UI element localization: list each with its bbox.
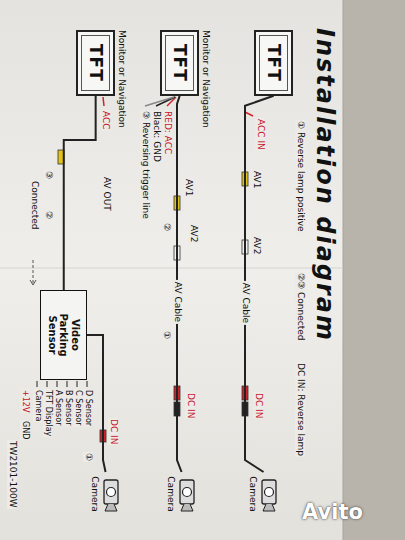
- drawing-part: [47, 381, 48, 387]
- cable: [64, 96, 96, 290]
- acc-wire: [245, 112, 253, 116]
- drawing-part: [57, 381, 58, 387]
- watermark: Avito: [302, 500, 363, 524]
- wire-label: GND: [20, 420, 29, 440]
- cable-label: AV Cable: [172, 280, 182, 324]
- wire-label: C Sensor: [73, 389, 82, 427]
- cable-label: AV Cable: [240, 281, 250, 325]
- acc-wire: [103, 97, 104, 106]
- wire-label: ACC IN: [255, 118, 265, 151]
- wire-label: DC IN: [108, 418, 118, 445]
- sensor-box: Video Parking Sensor: [41, 290, 88, 380]
- node-text: Video Parking Sensor: [47, 297, 82, 373]
- wire-label: AV2: [188, 224, 198, 243]
- camera-unit: Camera: [88, 472, 123, 516]
- drawing-part: [87, 381, 88, 387]
- camera-icon: [258, 474, 280, 514]
- wire-label: TW2101-100W: [7, 440, 17, 509]
- drawing-part: [67, 381, 68, 387]
- node-text: Camera: [247, 474, 257, 514]
- wire-label: TFT Display: [43, 389, 52, 437]
- wire-label: ③ Reversing trigger line: [140, 110, 150, 220]
- wire-label: Black: GND: [151, 110, 161, 163]
- node-text: TFT: [264, 44, 283, 82]
- camera-icon: [176, 474, 198, 514]
- wire-label: RED: ACC: [162, 110, 172, 155]
- camera-body: [104, 480, 118, 504]
- paper-fold: [0, 268, 343, 269]
- wire-label: ②③ Connected: [295, 272, 305, 341]
- wire-label: AV2: [251, 236, 261, 255]
- camera-unit: Camera: [164, 472, 199, 516]
- wire-label: Connected: [29, 180, 39, 230]
- wire-label: ①: [161, 330, 171, 340]
- paper-sheet: [0, 0, 343, 540]
- paper-edge: [343, 0, 344, 540]
- camera-icon: [100, 474, 122, 514]
- camera-mount: [263, 504, 275, 511]
- node-text: TFT: [86, 44, 105, 82]
- node-text: Camera: [165, 474, 175, 514]
- node-text: Camera: [89, 474, 99, 514]
- drawing-part: [37, 381, 38, 387]
- wire-label: B Sensor: [63, 389, 72, 426]
- monitor-box: Monitor or NavigationTFT: [76, 30, 115, 96]
- camera-lens: [107, 488, 116, 497]
- wire-label: DC IN: [253, 392, 263, 419]
- camera-lens: [183, 488, 192, 497]
- trigger-wire: [145, 97, 174, 106]
- wire-label: ②: [43, 210, 53, 220]
- wire-label: A Sensor: [53, 389, 62, 426]
- diagram-title: Installation diagram: [311, 28, 339, 342]
- node-heading: Monitor or Navigation: [200, 30, 210, 128]
- monitor-box: Monitor or NavigationTFT: [160, 30, 199, 96]
- connected-arrow: [30, 280, 36, 285]
- connected-dash: [33, 260, 34, 284]
- wire-label: ②: [161, 222, 171, 232]
- wire-label: AV1: [251, 170, 261, 189]
- wire-label: ① Reverse lamp positive: [295, 120, 305, 233]
- wire-label: D Sensor: [83, 389, 92, 427]
- wire-label: AV OUT: [101, 176, 111, 212]
- camera-body: [262, 480, 276, 504]
- wire-label: ①: [83, 452, 93, 462]
- monitor-box: TFT: [254, 30, 293, 96]
- node-text: TFT: [170, 44, 189, 82]
- wire-label: DC IN: [185, 392, 195, 419]
- camera-body: [180, 480, 194, 504]
- wire-label: Camera: [33, 389, 42, 422]
- wire-label: ACC: [100, 110, 110, 131]
- sensor-pins: [37, 381, 87, 387]
- camera-mount: [105, 504, 117, 511]
- camera-lens: [265, 488, 274, 497]
- wire-label: AV1: [183, 178, 193, 197]
- wire-label: DC IN: Reverse lamp: [295, 362, 305, 457]
- wire-label: ③: [43, 170, 53, 180]
- wire-label: +12V: [20, 389, 29, 413]
- node-heading: Monitor or Navigation: [116, 30, 126, 128]
- camera-unit: Camera: [246, 472, 281, 516]
- drawing-part: [77, 381, 78, 387]
- camera-mount: [181, 504, 193, 511]
